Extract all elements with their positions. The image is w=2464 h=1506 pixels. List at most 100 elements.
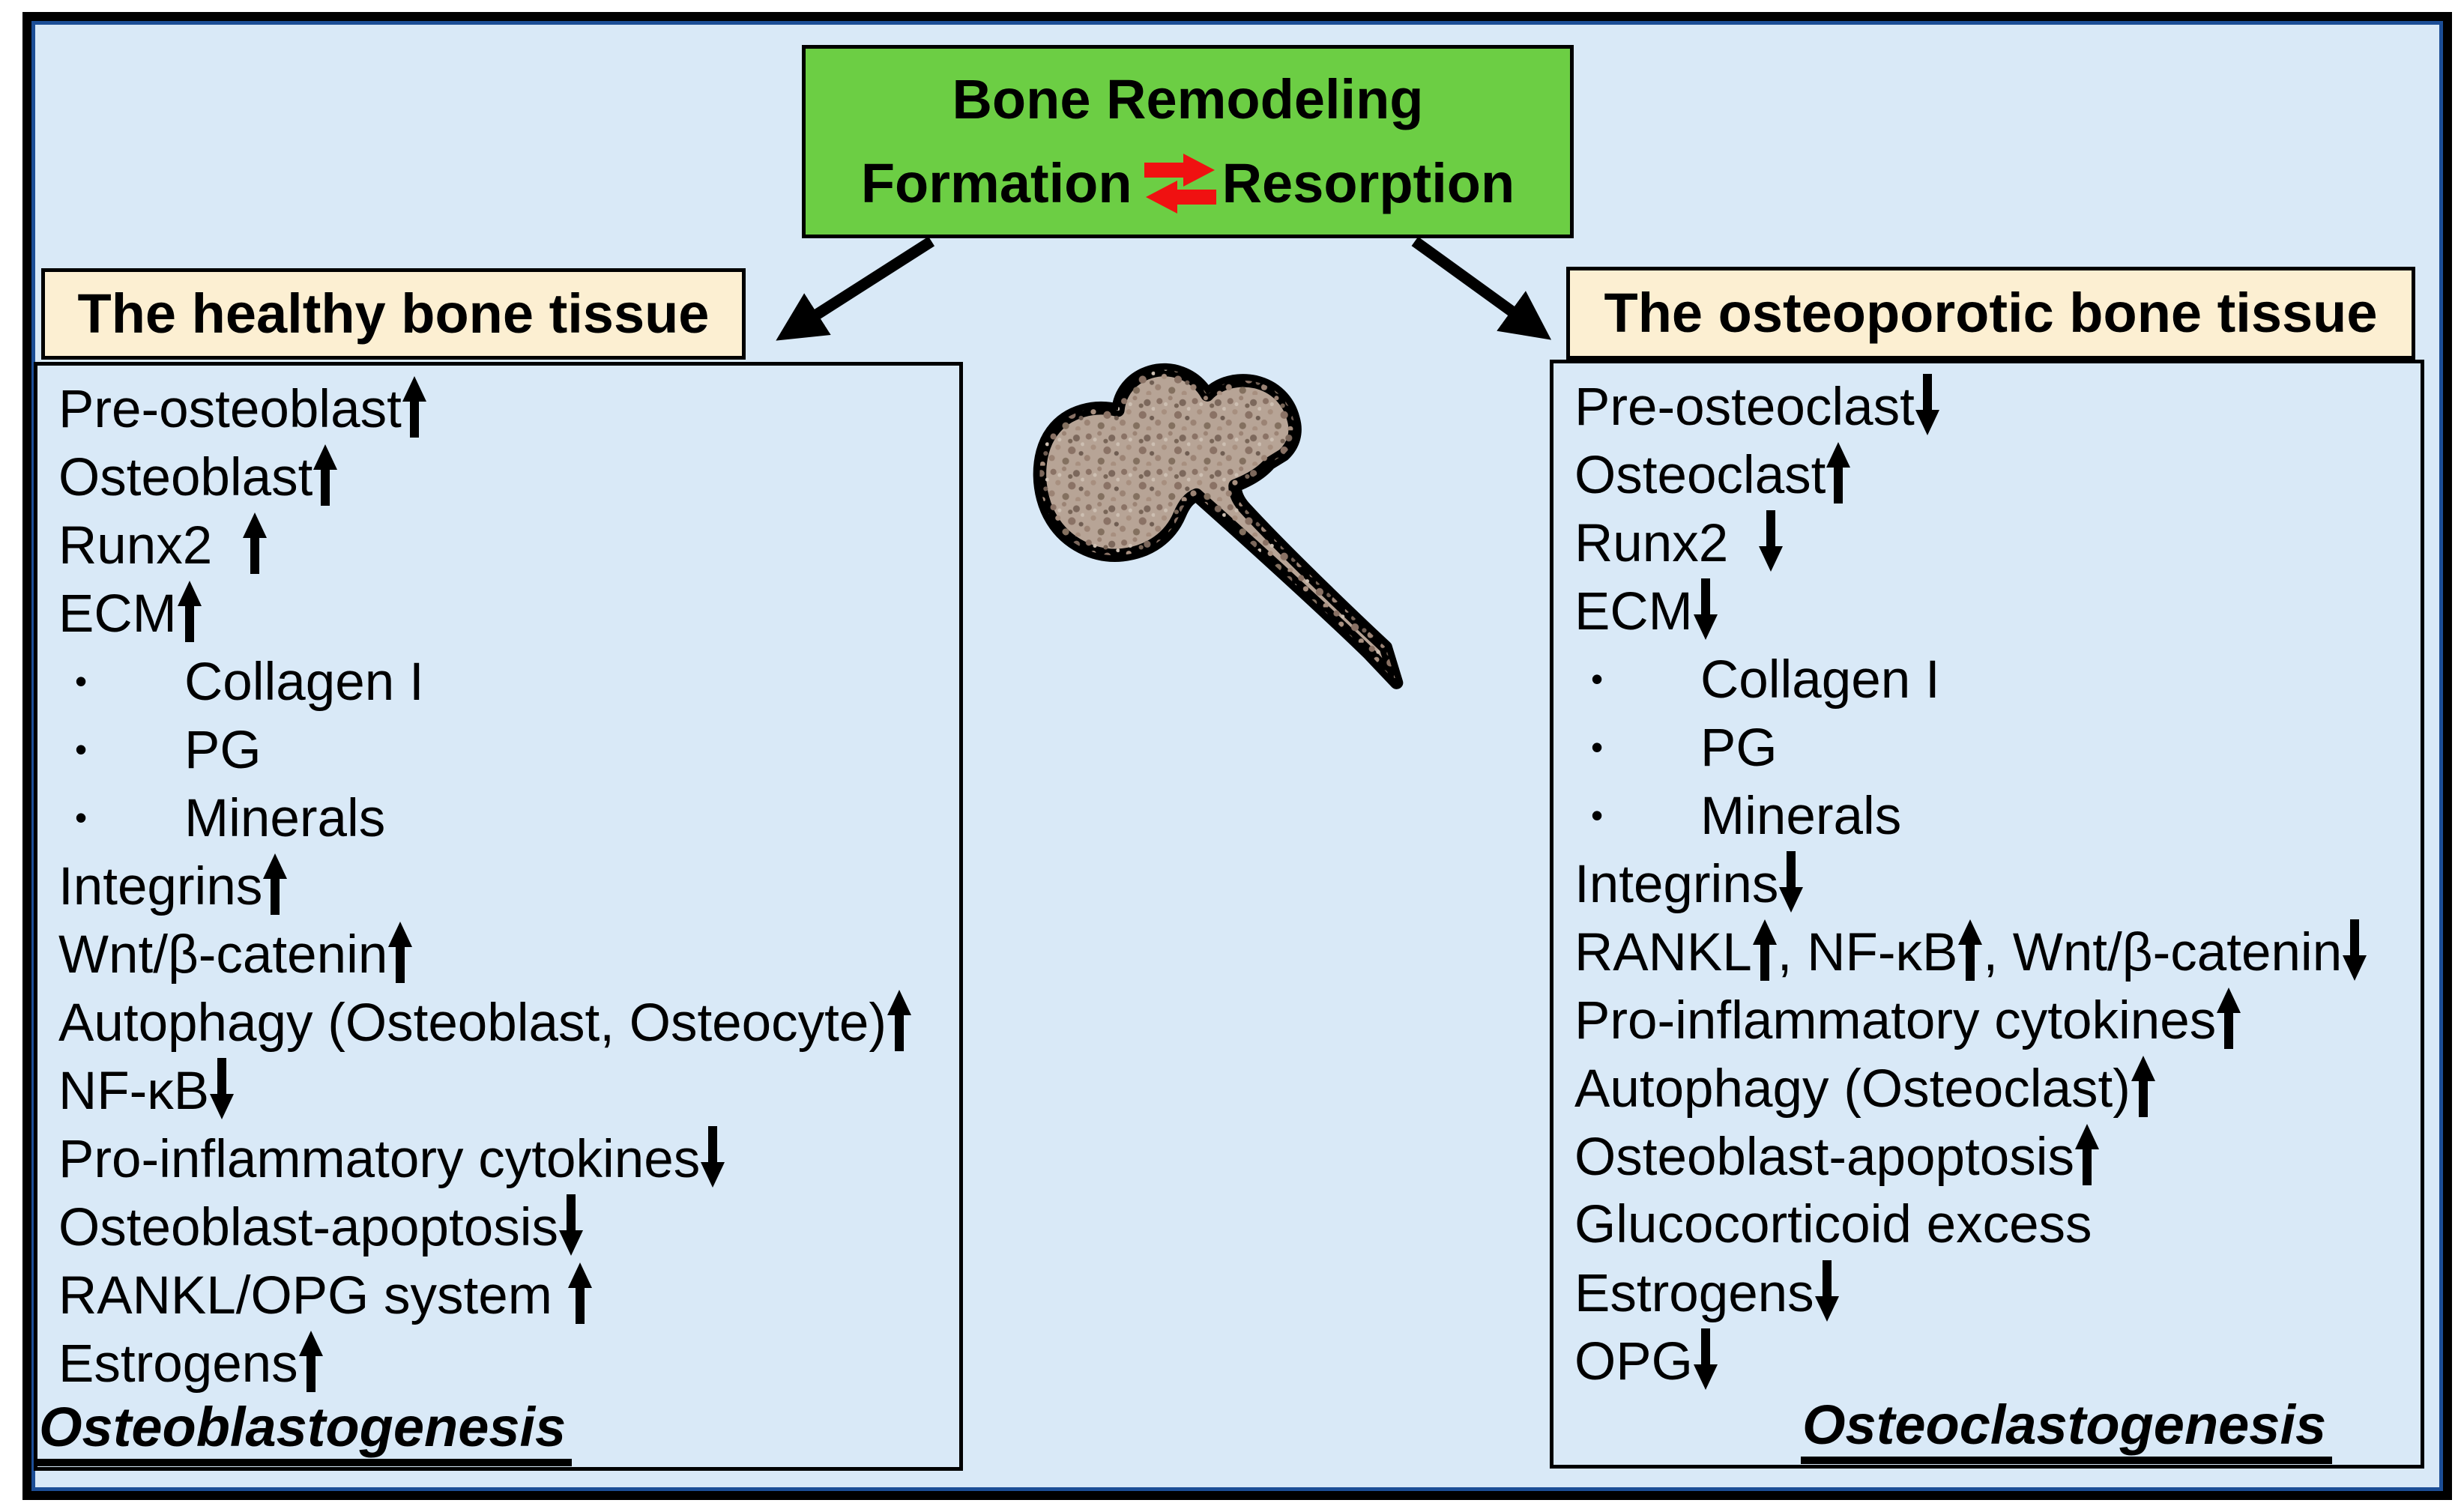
item-text: RANKL (1574, 923, 1752, 982)
bullet-icon: • (75, 730, 88, 769)
banner-title: Bone Remodeling (952, 68, 1424, 130)
list-item: Autophagy (Osteoblast, Osteocyte) (58, 988, 959, 1056)
list-item: Osteoclast (1574, 441, 2421, 509)
list-item: Estrogens (1574, 1259, 2421, 1327)
list-item: • Minerals (58, 784, 959, 852)
item-text: Collagen I (184, 653, 424, 712)
item-text: Autophagy (Osteoclast) (1574, 1059, 2131, 1119)
down-arrow-icon (2343, 919, 2367, 981)
item-text: Osteoblast (58, 448, 313, 507)
list-item: Pre-osteoclast (1574, 372, 2421, 441)
item-text: , NF-κB (1777, 923, 1958, 982)
up-arrow-icon (263, 853, 288, 915)
list-item: Estrogens (58, 1329, 959, 1397)
list-item: Integrins (1574, 850, 2421, 918)
list-item: ECM (58, 579, 959, 647)
up-arrow-icon (2074, 1124, 2099, 1185)
item-text: Integrins (1574, 855, 1779, 914)
list-item: • Collagen I (58, 647, 959, 716)
bullet-icon: • (75, 798, 88, 837)
banner-subtitle: Formation Resorption (861, 142, 1515, 226)
osteoclastogenesis-caption: Osteoclastogenesis (1801, 1395, 2333, 1464)
item-text: PG (1700, 719, 1778, 778)
bullet-icon: • (1591, 796, 1604, 835)
down-arrow-icon (1779, 851, 1804, 913)
item-text: Integrins (58, 857, 263, 916)
up-arrow-icon (298, 1331, 323, 1392)
list-item: Pre-osteoblast (58, 375, 959, 443)
up-arrow-icon (1958, 919, 1983, 981)
list-item: RANKL/OPG system (58, 1261, 959, 1329)
item-text: ECM (58, 584, 177, 644)
item-text: Autophagy (Osteoblast, Osteocyte) (58, 994, 887, 1053)
equilibrium-arrows-icon (1144, 154, 1216, 214)
list-item: Osteoblast-apoptosis (58, 1193, 959, 1261)
list-item: Wnt/β-catenin (58, 920, 959, 988)
list-item: • PG (58, 716, 959, 784)
bullet-icon: • (1591, 659, 1604, 698)
up-arrow-icon (1752, 919, 1777, 981)
up-arrow-icon (887, 990, 912, 1051)
list-item: •Collagen I (1574, 645, 2421, 713)
item-text: ECM (1574, 582, 1693, 641)
item-text: Pro-inflammatory cytokines (58, 1130, 701, 1189)
list-item: • PG (1574, 713, 2421, 781)
item-text: Estrogens (58, 1334, 298, 1394)
down-arrow-icon (1915, 374, 1939, 435)
up-arrow-icon (2131, 1056, 2155, 1117)
item-text: Osteoblast-apoptosis (58, 1198, 558, 1257)
bullet-icon: • (1591, 728, 1604, 766)
list-item: Runx2 (1574, 509, 2421, 577)
item-text: Runx2 (1574, 514, 1758, 573)
list-item: Integrins (58, 852, 959, 920)
up-arrow-icon (242, 512, 267, 574)
osteoporotic-tissue-header: The osteoporotic bone tissue (1566, 267, 2415, 360)
list-item: Osteoblast-apoptosis (1574, 1122, 2421, 1191)
down-arrow-icon (1814, 1260, 1839, 1322)
list-item: Pro-inflammatory cytokines (1574, 986, 2421, 1054)
osteoblastogenesis-caption: Osteoblastogenesis (37, 1397, 573, 1466)
up-arrow-icon (1826, 442, 1851, 503)
list-item: • Minerals (1574, 781, 2421, 850)
item-text: PG (184, 721, 262, 780)
resorption-label: Resorption (1222, 152, 1515, 214)
down-arrow-icon (558, 1194, 583, 1256)
list-item: Glucocorticoid excess (1574, 1191, 2421, 1259)
item-text: Minerals (1700, 787, 1902, 846)
formation-label: Formation (860, 152, 1132, 214)
up-arrow-icon (177, 581, 202, 642)
item-text: Pro-inflammatory cytokines (1574, 991, 2217, 1050)
item-text: Glucocorticoid excess (1574, 1195, 2092, 1254)
healthy-tissue-header: The healthy bone tissue (41, 268, 746, 360)
list-item: Autophagy (Osteoclast) (1574, 1054, 2421, 1122)
item-text: Osteoclast (1574, 446, 1826, 505)
up-arrow-icon (2217, 988, 2241, 1049)
list-item: ECM (1574, 577, 2421, 645)
bone-remodeling-banner: Bone Remodeling Formation Resorption (802, 45, 1574, 238)
femur-bone-icon (978, 324, 1409, 717)
list-item: Osteoblast (58, 443, 959, 511)
item-text: Minerals (184, 789, 386, 848)
item-text: RANKL/OPG system (58, 1266, 567, 1325)
up-arrow-icon (388, 922, 413, 983)
up-arrow-icon (313, 444, 338, 506)
item-text: Estrogens (1574, 1264, 1814, 1323)
list-item: Runx2 (58, 511, 959, 579)
caption-row: Osteoblastogenesis (37, 1397, 959, 1469)
down-arrow-icon (1693, 578, 1718, 640)
item-text: Wnt/β-catenin (58, 925, 388, 985)
up-arrow-icon (567, 1262, 592, 1324)
list-item: Pro-inflammatory cytokines (58, 1125, 959, 1193)
item-text: NF-κB (58, 1062, 210, 1121)
list-item: OPG (1574, 1327, 2421, 1395)
item-text: , Wnt/β-catenin (1983, 923, 2343, 982)
item-text: Pre-osteoblast (58, 380, 402, 439)
item-text: Pre-osteoclast (1574, 378, 1915, 437)
list-item: RANKL , NF-κB , Wnt/β-catenin (1574, 918, 2421, 986)
bullet-icon: • (75, 662, 88, 701)
item-text: Runx2 (58, 516, 242, 575)
item-text: Osteoblast-apoptosis (1574, 1128, 2074, 1187)
